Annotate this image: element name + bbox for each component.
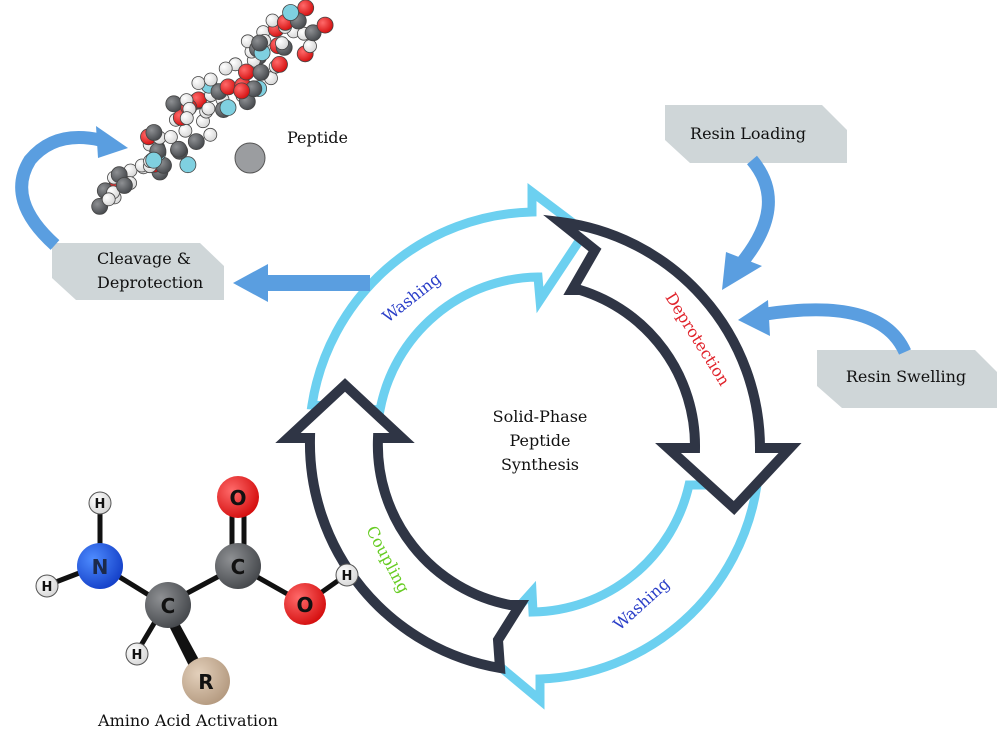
- peptide-atom: [275, 36, 289, 51]
- svg-text:H: H: [95, 497, 106, 512]
- peptide-atom: [218, 61, 233, 76]
- to-cleavage-arrow-shaft: [265, 275, 370, 291]
- peptide-atom: [116, 177, 133, 194]
- to-cleavage-arrowhead: [233, 264, 268, 302]
- peptide-side-group: [234, 142, 266, 174]
- carbonyl-carbon-atom: [215, 543, 261, 589]
- hydroxyl-hydrogen-atom: [335, 563, 359, 587]
- peptide-atom: [265, 13, 280, 28]
- peptide-atom: [233, 82, 251, 100]
- peptide-model: [91, 0, 334, 215]
- center-title-line1: Solid-Phase: [493, 407, 588, 426]
- alpha-carbon-atom: [145, 582, 191, 628]
- coupling-arrow: [275, 378, 530, 674]
- peptide-arrowhead: [96, 126, 128, 158]
- peptide-atom: [101, 192, 116, 207]
- nitrogen-atom: [77, 543, 123, 589]
- center-title-line2: Peptide: [509, 431, 570, 450]
- peptide-atom: [271, 56, 288, 73]
- peptide-atom: [304, 24, 322, 42]
- resin-swelling-label: Resin Swelling: [846, 367, 966, 386]
- peptide-atom: [237, 63, 255, 81]
- peptide-atom: [179, 156, 197, 174]
- peptide-atom: [178, 123, 193, 138]
- svg-text:C: C: [231, 555, 246, 579]
- peptide-label: Peptide: [287, 128, 348, 147]
- peptide-atom: [170, 140, 188, 158]
- peptide-atom: [303, 39, 317, 53]
- peptide-atom: [252, 64, 270, 81]
- svg-text:N: N: [92, 555, 109, 579]
- peptide-atom: [145, 151, 163, 169]
- svg-text:R: R: [198, 670, 213, 694]
- peptide-atom: [187, 133, 205, 151]
- hydrogen-atom-bottom: [125, 642, 149, 666]
- cleavage-to-peptide-arrow: [15, 131, 102, 250]
- peptide-atom: [219, 99, 237, 116]
- peptide-atom: [282, 4, 300, 21]
- peptide-atom: [191, 76, 206, 90]
- cleavage-label-line2: Deprotection: [97, 273, 203, 292]
- resin-swelling-flow-arrow: [758, 303, 911, 355]
- peptide-atom: [165, 95, 183, 113]
- washing-top-arrow: [306, 182, 592, 415]
- peptide-atom: [163, 130, 178, 144]
- amino-acid-model: H N H C H R C O O H: [35, 476, 359, 705]
- resin-swelling-arrowhead: [738, 300, 770, 336]
- resin-swelling-box: [817, 350, 997, 408]
- svg-text:O: O: [296, 593, 313, 617]
- peptide-atom: [201, 101, 216, 116]
- peptide-atom: [297, 0, 315, 17]
- peptide-atom: [251, 34, 269, 52]
- svg-text:C: C: [161, 594, 176, 618]
- peptide-atom: [316, 16, 334, 34]
- hydrogen-atom-top: [88, 491, 112, 515]
- peptide-atom: [145, 124, 163, 141]
- peptide-atom: [203, 127, 218, 142]
- svg-text:O: O: [229, 486, 246, 510]
- cleavage-box: [52, 243, 224, 300]
- washing-bottom-arrow: [473, 480, 763, 710]
- r-group-atom: [182, 657, 230, 705]
- cleavage-label-line1: Cleavage &: [97, 249, 191, 268]
- deprotection-arrow: [543, 214, 802, 516]
- resin-loading-arrowhead: [722, 252, 762, 290]
- hydroxyl-oxygen-atom: [284, 583, 326, 625]
- svg-text:H: H: [42, 580, 53, 595]
- peptide-atom: [203, 72, 218, 87]
- svg-text:H: H: [132, 648, 143, 663]
- amino-acid-label: Amino Acid Activation: [97, 711, 278, 730]
- svg-text:H: H: [342, 569, 353, 584]
- resin-loading-label: Resin Loading: [690, 124, 806, 143]
- carbonyl-oxygen-atom: [217, 476, 259, 518]
- hydrogen-atom-left: [35, 574, 59, 598]
- peptide-atom: [179, 111, 194, 125]
- resin-loading-box: [665, 105, 847, 163]
- resin-loading-flow-arrow: [734, 155, 775, 270]
- center-title-line3: Synthesis: [501, 455, 579, 474]
